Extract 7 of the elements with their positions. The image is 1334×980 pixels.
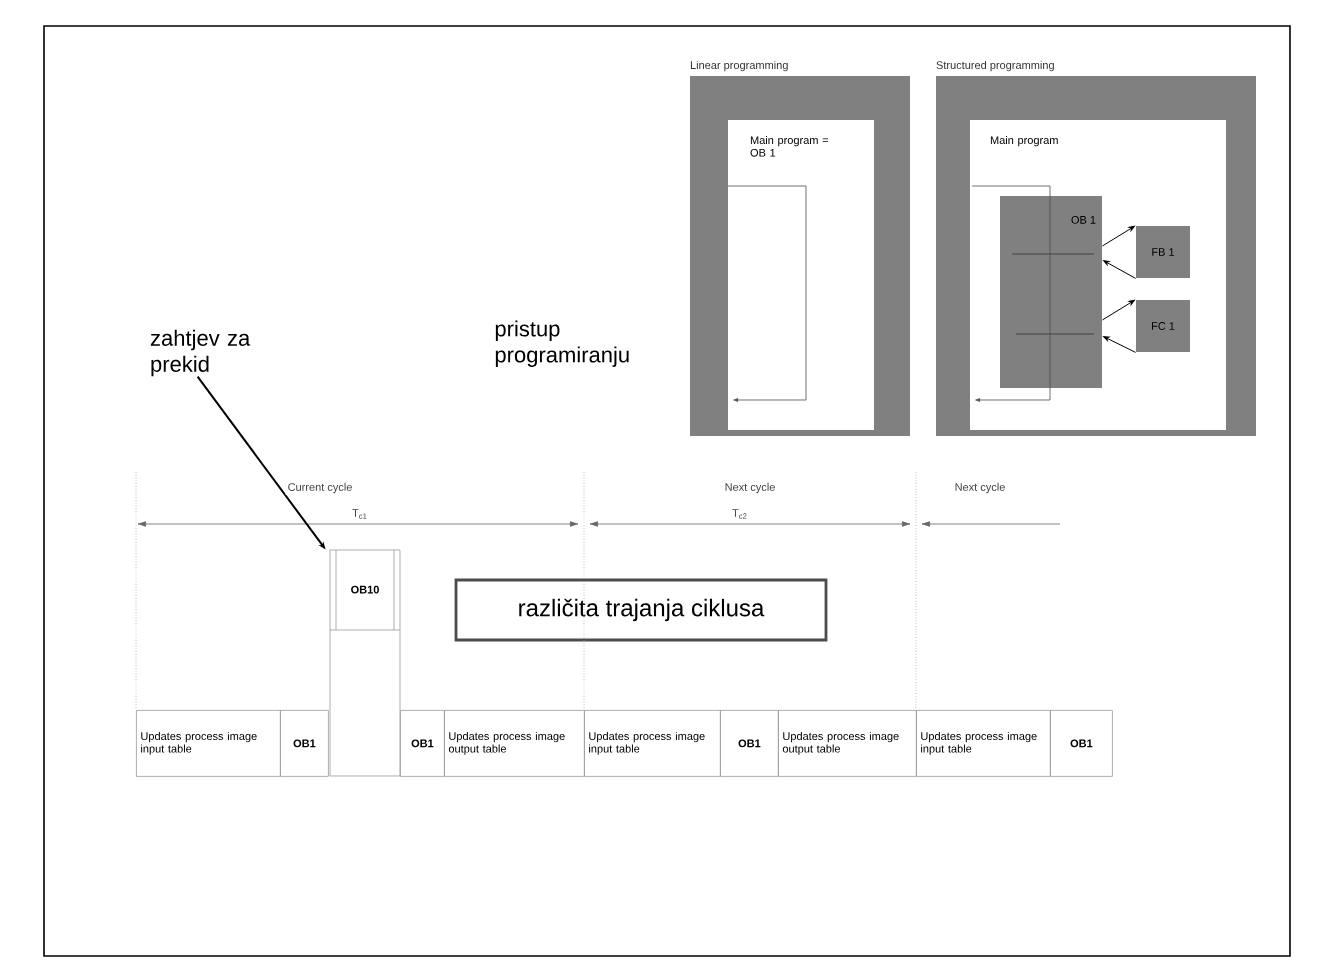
arrow	[1103, 336, 1137, 353]
annotation-text: zahtjev za prekid	[150, 329, 251, 377]
note-box: različita trajanja ciklusa	[454, 578, 828, 642]
heading-text: pristup programiranju	[495, 320, 629, 367]
arrow	[1101, 225, 1135, 247]
arrow	[1101, 299, 1135, 321]
arrow	[1103, 260, 1137, 279]
